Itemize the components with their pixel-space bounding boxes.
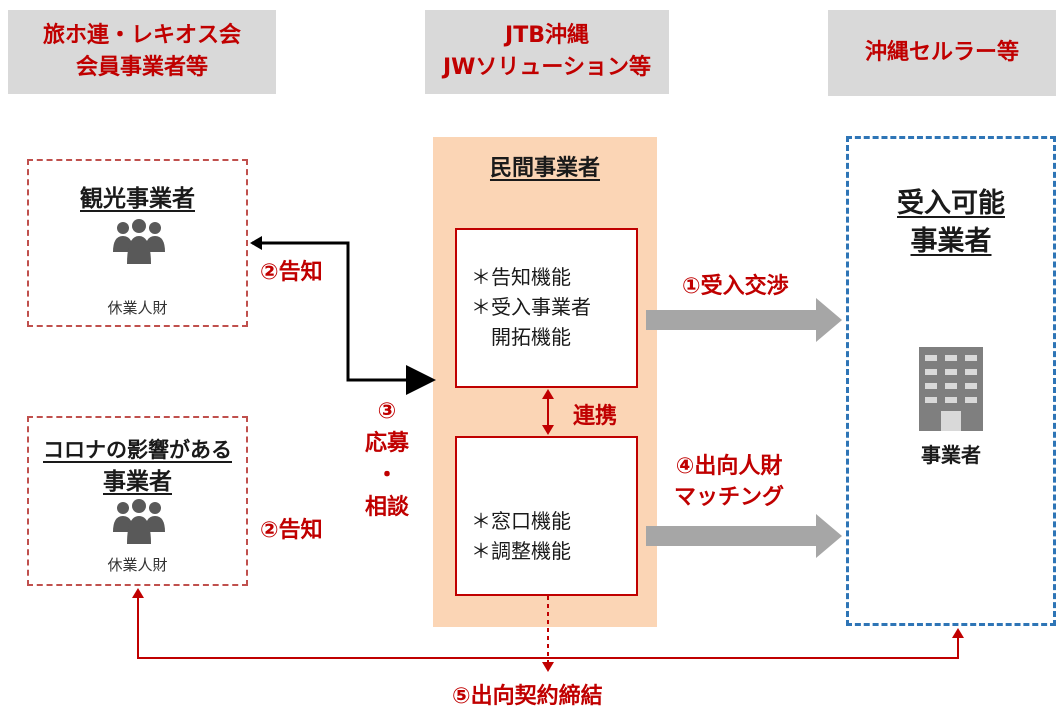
negotiate-label: ①受入交渉 xyxy=(682,274,789,299)
affected-business-title-1: コロナの影響がある xyxy=(43,438,232,462)
header-right-line1: 沖縄セルラー等 xyxy=(864,40,1019,66)
lower-function-box: ＊窓口機能 ＊調整機能 xyxy=(455,436,638,596)
notify-arrowhead xyxy=(250,236,262,250)
notify-apply-arrow xyxy=(252,241,436,395)
negotiate-arrow xyxy=(646,298,842,342)
affected-business-caption: 休業人財 xyxy=(107,556,168,574)
upper-function-box: ＊告知機能 ＊受入事業者 開拓機能 xyxy=(455,228,638,388)
notify-label-top: ②告知 xyxy=(260,260,323,285)
contract-label: ⑤出向契約締結 xyxy=(452,684,603,709)
apply-text-2: 相談 xyxy=(364,494,409,520)
matching-label-1: ④出向人財 xyxy=(675,454,783,479)
header-right: 沖縄セルラー等 xyxy=(828,10,1056,96)
header-center-line2: JWソリューション等 xyxy=(442,55,651,80)
host-business-title-2: 事業者 xyxy=(910,226,992,257)
matching-arrow xyxy=(646,514,842,558)
center-panel-title: 民間事業者 xyxy=(489,156,600,181)
contract-line xyxy=(137,592,959,659)
apply-number: ③ xyxy=(377,399,397,424)
header-center: JTB沖縄 JWソリューション等 xyxy=(425,10,669,94)
host-business-title-1: 受入可能 xyxy=(897,188,1005,219)
header-left-line2: 会員事業者等 xyxy=(75,55,208,80)
function-develop: 開拓機能 xyxy=(471,325,571,349)
function-window: ＊窓口機能 xyxy=(471,509,571,533)
header-left-line1: 旅ホ連・レキオス会 xyxy=(42,23,241,49)
header-left: 旅ホ連・レキオス会 会員事業者等 xyxy=(8,10,276,94)
tourism-business-title: 観光事業者 xyxy=(80,186,195,212)
apply-dot: ・ xyxy=(375,462,398,488)
apply-text-1: 応募 xyxy=(364,430,409,456)
apply-label: ③ 応募 ・ 相談 xyxy=(352,396,422,524)
link-label: 連携 xyxy=(573,404,618,429)
people-group-icon xyxy=(113,499,165,544)
tourism-business-caption: 休業人財 xyxy=(107,299,168,317)
tourism-business-box: 観光事業者 休業人財 xyxy=(27,159,248,327)
host-business-caption: 事業者 xyxy=(921,443,981,467)
function-adjust: ＊調整機能 xyxy=(471,539,571,563)
people-group-icon xyxy=(113,219,165,264)
affected-business-box: コロナの影響がある 事業者 休業人財 xyxy=(27,416,248,586)
function-notify: ＊告知機能 xyxy=(471,265,571,289)
host-business-box: 受入可能 事業者 事業者 xyxy=(846,136,1056,626)
matching-label: ④出向人財 マッチング xyxy=(674,452,784,514)
affected-business-title-2: 事業者 xyxy=(103,469,172,495)
notify-label-bottom: ②告知 xyxy=(260,518,323,543)
matching-label-2: マッチング xyxy=(674,484,785,510)
header-center-line1: JTB沖縄 xyxy=(505,23,589,49)
office-building-icon xyxy=(919,347,983,431)
function-recruit: ＊受入事業者 xyxy=(471,295,591,319)
